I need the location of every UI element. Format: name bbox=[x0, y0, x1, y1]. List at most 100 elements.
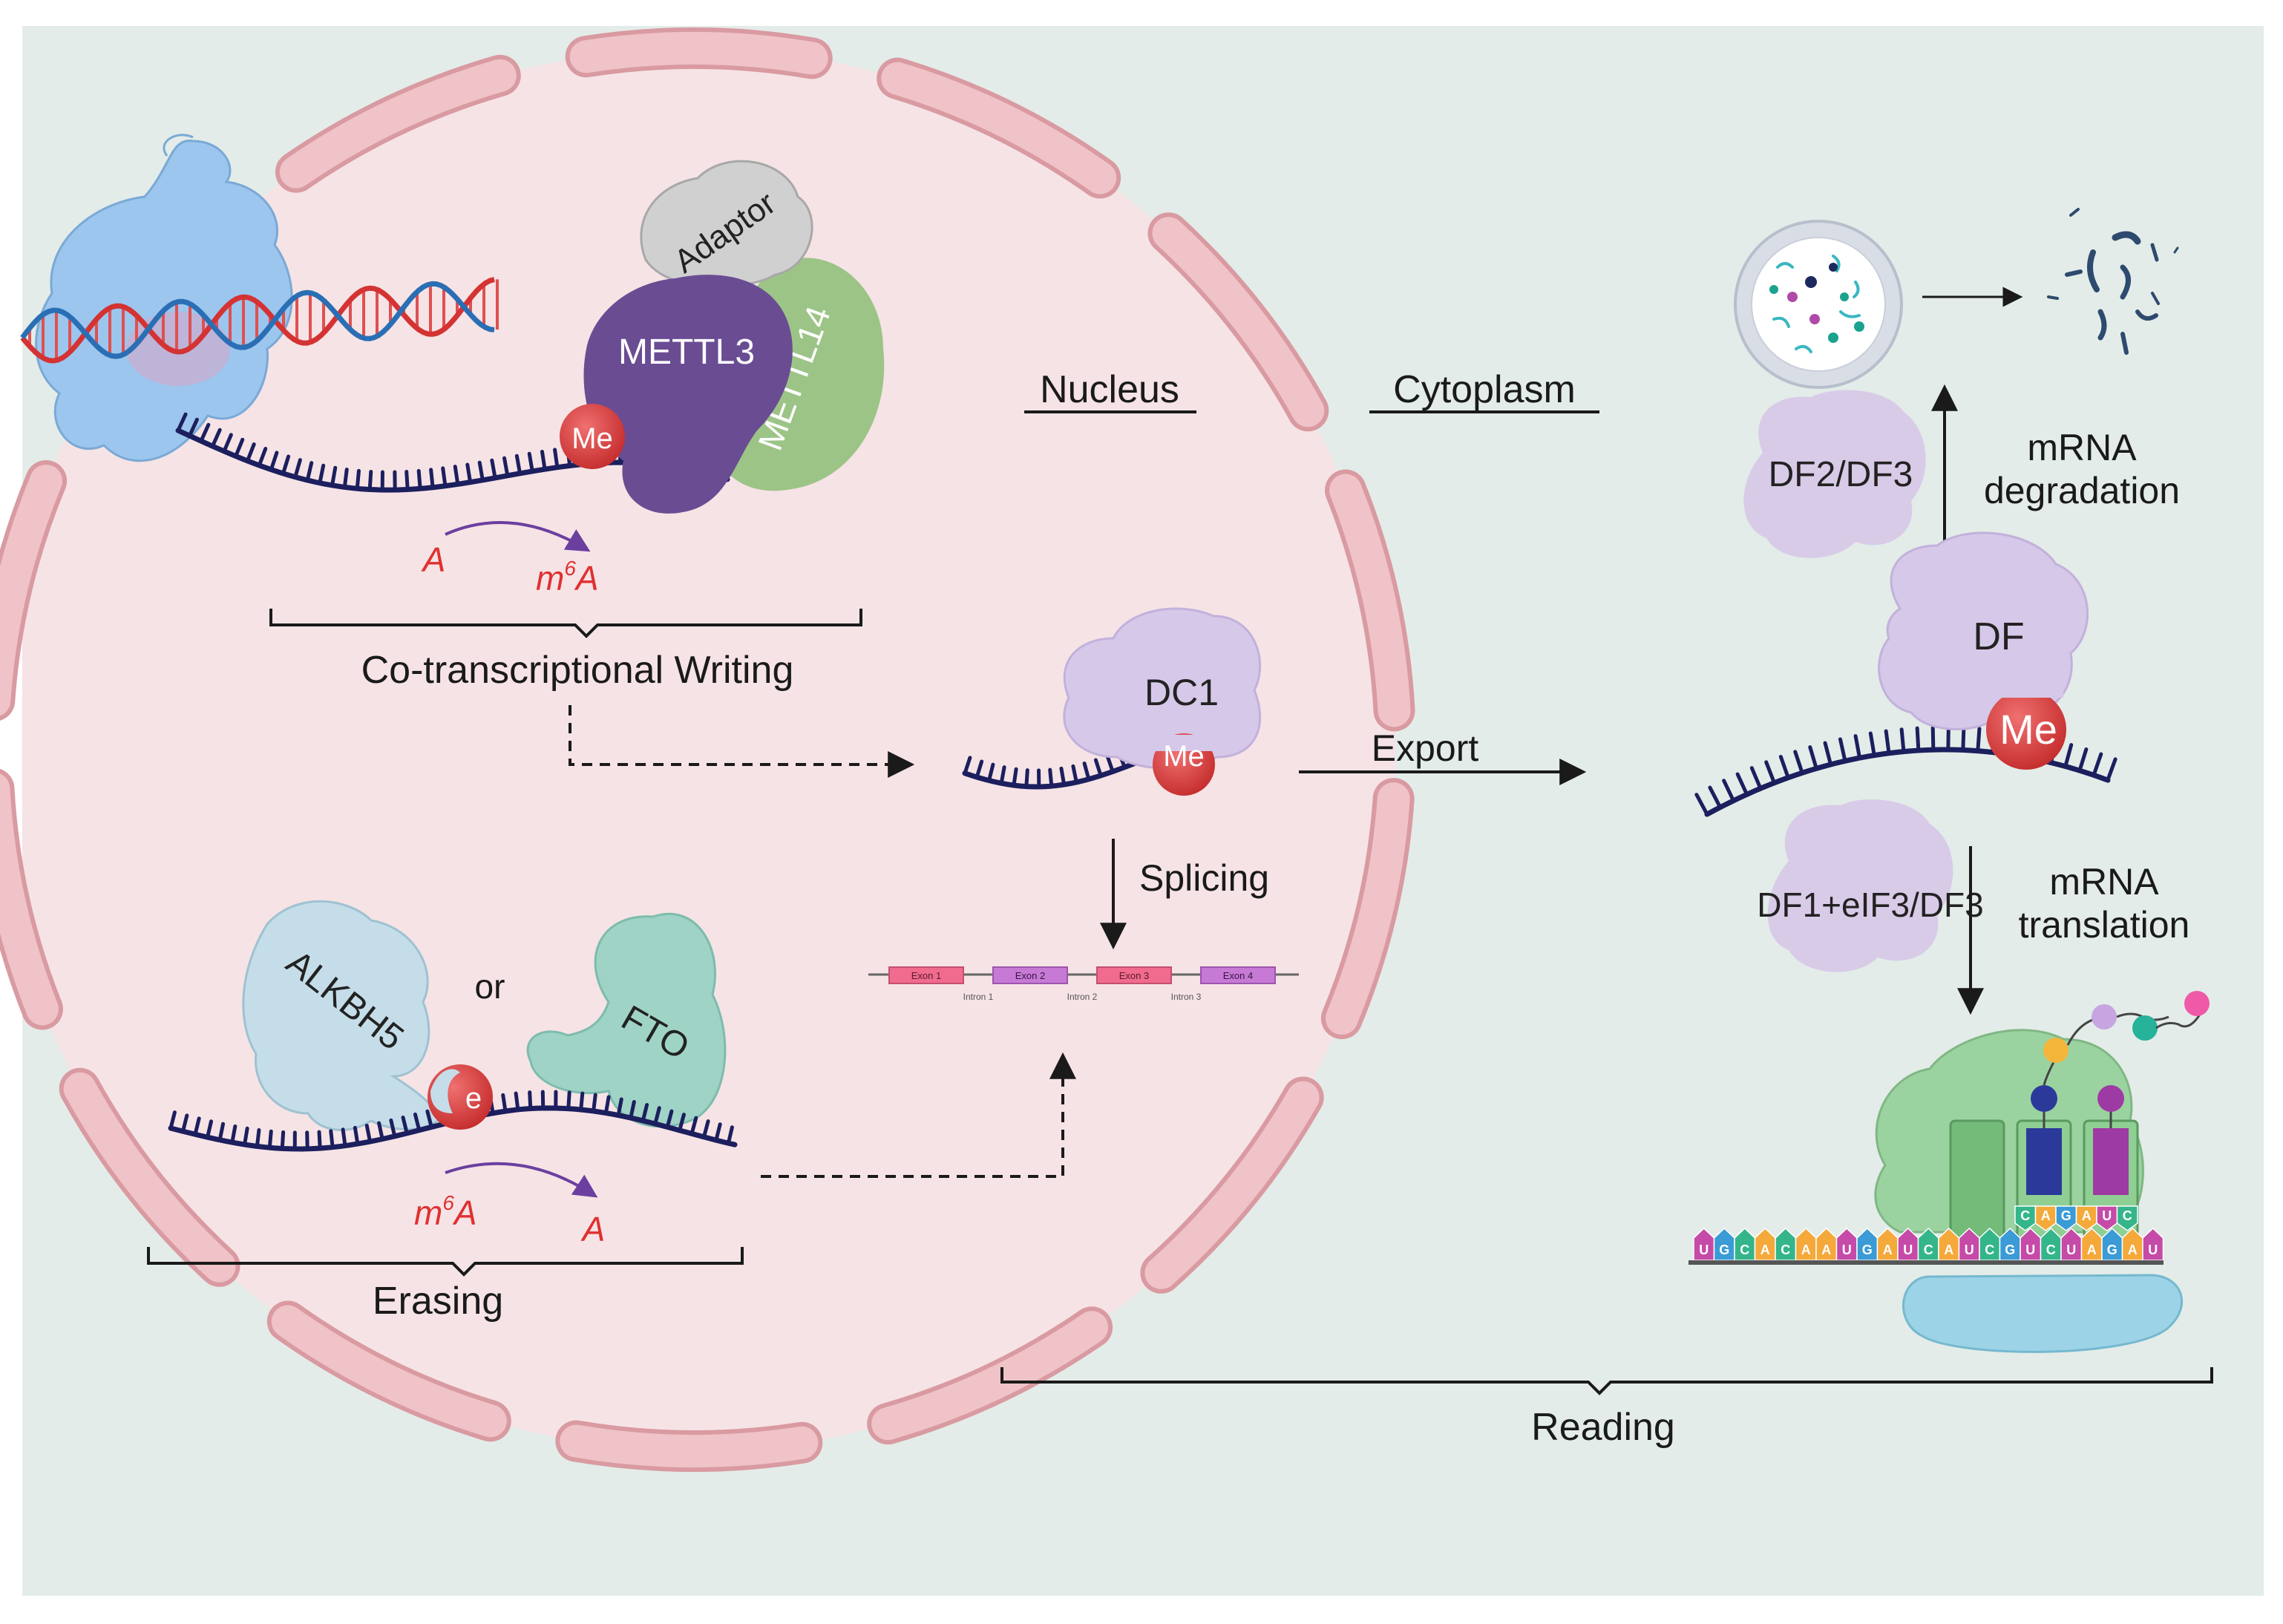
co-transcriptional-writing-label: Co-transcriptional Writing bbox=[361, 649, 794, 692]
or-label: or bbox=[475, 967, 505, 1006]
rna-base bbox=[1978, 729, 1979, 751]
rna-base bbox=[343, 1130, 345, 1146]
mrna-nucleotide-letter: A bbox=[1883, 1242, 1893, 1257]
trna-anticodon-letter: G bbox=[2061, 1208, 2071, 1223]
envelope-segment-inner bbox=[576, 1441, 802, 1451]
mrna-backbone-translation bbox=[1688, 1260, 2164, 1265]
mrna-nucleotide-letter: A bbox=[2087, 1242, 2097, 1257]
rna-base bbox=[307, 1133, 308, 1149]
mettl3-label: METTL3 bbox=[618, 333, 755, 372]
rna-base bbox=[530, 1093, 531, 1109]
envelope-segment-inner bbox=[586, 48, 812, 58]
trna-anticodon-letter: C bbox=[2123, 1208, 2132, 1223]
mrna-nucleotide-letter: A bbox=[2128, 1242, 2138, 1257]
exon-2-label: Exon 2 bbox=[1015, 970, 1045, 981]
mrna-nucleotide-letter: A bbox=[1801, 1242, 1811, 1257]
trna-anticodon-letter: A bbox=[2082, 1208, 2092, 1223]
trna-anticodon-letter: U bbox=[2102, 1208, 2112, 1223]
mrna-nucleotide-letter: U bbox=[2066, 1242, 2076, 1257]
exon-4: Exon 4 bbox=[1201, 967, 1275, 983]
df2-df3-label: DF2/DF3 bbox=[1769, 455, 1913, 494]
methyl-group-erasing: e bbox=[428, 1064, 493, 1130]
mrna-degradation-label-2: degradation bbox=[1984, 470, 2180, 511]
rna-base bbox=[1014, 769, 1016, 785]
rna-base bbox=[555, 450, 557, 468]
rna-base bbox=[245, 1128, 248, 1145]
methyl-group-df: Me bbox=[1986, 675, 2066, 770]
mrna-nucleotide-letter: G bbox=[1719, 1242, 1729, 1257]
rna-base bbox=[503, 1095, 505, 1111]
mrna-nucleotide-letter: U bbox=[1699, 1242, 1709, 1257]
reading-label: Reading bbox=[1531, 1406, 1675, 1449]
df2-df3-protein: DF2/DF3 bbox=[1743, 390, 1925, 557]
rna-base bbox=[1026, 770, 1027, 787]
exon-2: Exon 2 bbox=[993, 967, 1067, 983]
mrna-nucleotide-letter: C bbox=[1985, 1242, 1994, 1257]
mrna-nucleotide-letter: A bbox=[1821, 1242, 1831, 1257]
intron-2-label: Intron 2 bbox=[1067, 992, 1098, 1002]
rna-base bbox=[516, 1093, 518, 1110]
rna-base bbox=[257, 1130, 259, 1147]
dc1-label: DC1 bbox=[1144, 672, 1219, 713]
me-label-erasing: e bbox=[465, 1082, 482, 1115]
rna-base bbox=[319, 1132, 320, 1148]
mrna-nucleotide-letter: U bbox=[1842, 1242, 1852, 1257]
rna-base bbox=[581, 1093, 583, 1110]
a-start-label: A bbox=[421, 540, 446, 579]
trna-anticodon-letter: A bbox=[2041, 1208, 2051, 1223]
mrna-nucleotide-letter: C bbox=[1924, 1242, 1933, 1257]
mrna-nucleotide-letter: C bbox=[1781, 1242, 1790, 1257]
mrna-nucleotide-letter: C bbox=[2046, 1242, 2056, 1257]
df1-eif3-label: DF1+eIF3/DF3 bbox=[1757, 885, 1984, 924]
mrna-nucleotide-letter: U bbox=[2148, 1242, 2158, 1257]
cytoplasm-label: Cytoplasm bbox=[1393, 368, 1576, 411]
rna-base bbox=[594, 1095, 596, 1111]
rna-base bbox=[419, 471, 420, 488]
erasing-label: Erasing bbox=[373, 1280, 503, 1323]
degradation-vesicle bbox=[1735, 221, 1902, 387]
rna-base bbox=[431, 470, 433, 488]
mrna-nucleotide-letter: G bbox=[2107, 1242, 2117, 1257]
df-me-label: Me bbox=[1999, 706, 2057, 753]
exon-3-label: Exon 3 bbox=[1119, 970, 1149, 981]
mrna-translation-label-1: mRNA bbox=[2049, 861, 2159, 903]
mrna-degradation-label-1: mRNA bbox=[2027, 427, 2137, 468]
rna-base bbox=[355, 1127, 357, 1144]
me-label-writing: Me bbox=[571, 422, 613, 455]
df-label: DF bbox=[1973, 615, 2024, 658]
intron-1-label: Intron 1 bbox=[963, 992, 994, 1002]
intron-3-label: Intron 3 bbox=[1171, 992, 1202, 1002]
rna-base bbox=[1902, 730, 1904, 752]
rna-base bbox=[344, 470, 347, 488]
rna-base bbox=[370, 472, 371, 490]
mrna-nucleotide-letter: U bbox=[2025, 1242, 2035, 1257]
rna-base bbox=[1917, 728, 1919, 750]
exon-1-label: Exon 1 bbox=[911, 970, 941, 981]
rna-base bbox=[443, 468, 445, 486]
mrna-translation-label-2: translation bbox=[2019, 904, 2190, 946]
exon-1: Exon 1 bbox=[889, 967, 963, 983]
splicing-label: Splicing bbox=[1139, 857, 1269, 899]
rna-base bbox=[1963, 728, 1964, 750]
rna-base bbox=[1050, 770, 1052, 786]
methyl-group-writing: Me bbox=[560, 404, 625, 469]
rna-base bbox=[455, 467, 458, 485]
mrna-nucleotide-letter: U bbox=[1965, 1242, 1974, 1257]
export-label: Export bbox=[1372, 727, 1479, 769]
a-end-label: A bbox=[580, 1210, 606, 1248]
mrna-nucleotide-letter: A bbox=[1760, 1242, 1770, 1257]
rna-base bbox=[331, 1131, 333, 1147]
nucleus-label: Nucleus bbox=[1040, 368, 1179, 411]
mrna-nucleotide-letter: G bbox=[2005, 1242, 2015, 1257]
mrna-nucleotide-letter: A bbox=[1944, 1242, 1953, 1257]
exon-3: Exon 3 bbox=[1097, 967, 1171, 983]
exon-4-label: Exon 4 bbox=[1223, 970, 1253, 981]
rna-base bbox=[269, 1131, 271, 1147]
mrna-nucleotide-letter: G bbox=[1862, 1242, 1873, 1257]
trna-anticodon-letter: C bbox=[2020, 1208, 2030, 1223]
rna-base bbox=[357, 471, 358, 488]
mrna-nucleotide-letter: U bbox=[1903, 1242, 1913, 1257]
